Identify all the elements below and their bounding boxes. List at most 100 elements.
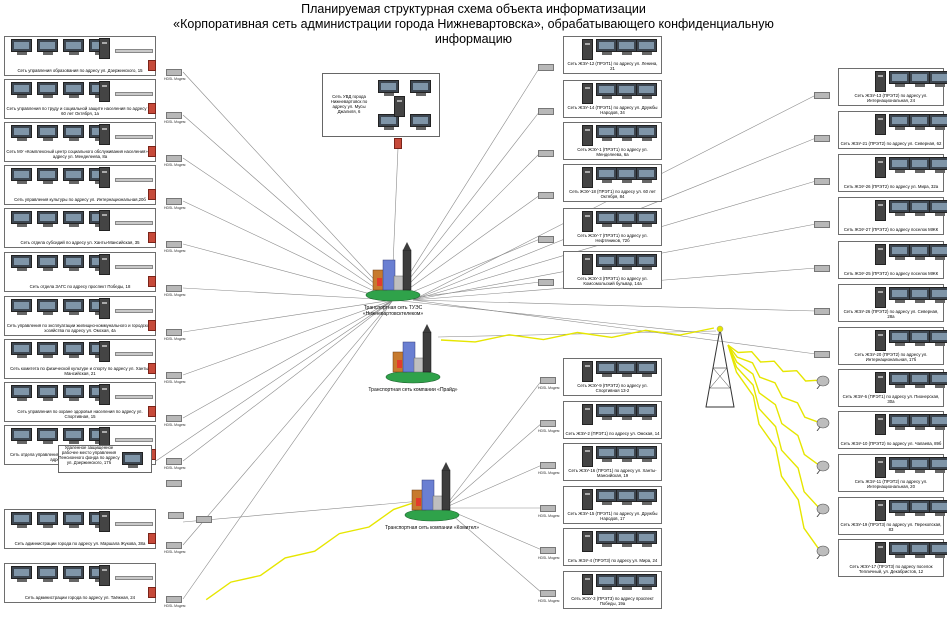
zhkh-network: Сеть ЖЭУ-12 (ПРЭТ1) по адресу ул. Ленина… [563,36,662,74]
server-icon [582,489,593,510]
office-network: Сеть МУ «Комплексный центр социального о… [4,122,156,162]
modem-label: HDSL Модем [164,249,186,253]
server-icon [582,361,593,382]
zhkh-network: Сеть ЖЭУ-16 (ПРЭТ1) по адресу ул. Ханты-… [563,443,662,481]
server-icon [582,167,593,188]
computer-icon [616,211,639,228]
server-icon [875,542,886,563]
modem-icon [166,329,182,336]
title-line-1: Планируемая структурная схема объекта ин… [301,2,646,16]
modem-label: HDSL Модем [538,556,560,560]
computer-icon [11,428,34,445]
modem-icon [814,92,830,99]
zhkh-network: Сеть ЖЭУ-20 (ПРЭТ2) по адресу ул. Интерн… [838,327,947,365]
switch-icon [115,265,153,269]
switch-icon [115,576,153,580]
computer-icon [909,114,932,131]
diagram-title: Планируемая структурная схема объекта ин… [0,2,947,47]
server-icon [582,125,593,146]
computer-icon [410,80,433,97]
server-icon [582,404,593,425]
firewall-icon [148,533,156,544]
office-network: Сеть управления по эксплуатации жилищно-… [4,296,156,336]
server-icon [99,298,110,319]
network-link [182,299,394,419]
zhkh-network: Сеть ЖЭУ-1 (ПРЭТ1) по адресу ул. Менделе… [563,122,662,160]
switch-icon [115,221,153,225]
office-label: Сеть управления по труду и социальной за… [6,106,154,117]
network-link [182,499,433,523]
modem-icon [166,155,182,162]
computer-icon [636,254,659,271]
modem-icon [166,415,182,422]
computer-icon [636,574,659,591]
zhkh-label: Сеть ЖЭУ-20 (ПРЭТ2) по адресу ул. Интерн… [854,352,928,363]
office-label: Сеть отдела субсидий по адресу ул. Ханты… [20,240,140,246]
zhkh-network: Сеть ЖЭУ-25 (ПРЭТ2) по адресу поселок МЖ… [838,241,947,279]
computer-icon [929,71,947,88]
switch-icon [115,178,153,182]
computer-icon [909,200,932,217]
computer-icon [596,39,619,56]
zhkh-label: Сеть ЖЭУ-26 (ПРЭТ2) по адресу ул. Северн… [843,309,939,320]
computer-icon [37,255,60,272]
dish-icon [205,596,221,610]
computer-icon [929,287,947,304]
title-line-3: информацию [434,32,513,46]
server-icon [582,39,593,60]
network-link [182,200,394,301]
zhkh-label: Сеть ЖЭУ-12 (ПРЭТ1) по адресу ул. Ленина… [567,61,658,72]
radio-link [727,344,822,553]
zhkh-network: Сеть ЖЭУ-21 (ПРЭТ2) по адресу ул. Северн… [838,111,947,149]
firewall-icon [148,587,156,598]
transport-network-komitel [402,462,462,522]
computer-icon [63,255,86,272]
modem-label: HDSL Модем [164,380,186,384]
title-line-2: «Корпоративная сеть администрации города… [173,17,774,31]
computer-icon [909,287,932,304]
modem-icon [166,458,182,465]
transport-network-praid-label: Транспортная сеть компании «Прайд» [368,387,458,393]
server-icon [875,114,886,135]
server-icon [875,457,886,478]
switch-icon [115,309,153,313]
computer-icon [596,531,619,548]
zhkh-network: Сеть ЖЭУ-27 (ПРЭТ2) по адресу поселок МЖ… [838,197,947,235]
firewall-icon [148,276,156,287]
computer-icon [37,385,60,402]
firewall-icon [148,232,156,243]
server-icon [875,330,886,351]
computer-icon [11,385,34,402]
modem-icon [166,112,182,119]
server-icon [99,81,110,102]
computer-icon [616,83,639,100]
server-icon [875,244,886,265]
firewall-icon [148,146,156,157]
server-icon [582,211,593,232]
computer-icon [889,114,912,131]
modem-label: HDSL Модем [164,423,186,427]
zhkh-label: Сеть ЖЭУ-21 (ПРЭТ2) по адресу ул. Северн… [840,141,942,147]
computer-icon [929,372,947,389]
office-network: Сеть управления культуры по адресу ул. И… [4,165,156,205]
modem-icon [166,69,182,76]
office-network: Сеть управления по труду и социальной за… [4,79,156,119]
zhkh-label: Сеть ЖЭУ-19 (ПРЭТ3) по адресу ул. Переко… [840,522,942,533]
network-link [182,299,394,462]
server-icon [99,38,110,59]
zhkh-network: Сеть ЖЭУ-19 (ПРЭТ3) по адресу ул. Переко… [838,497,947,535]
network-link [437,330,717,338]
dish-icon [814,375,830,390]
computer-icon [63,82,86,99]
switch-icon [115,522,153,526]
zhkh-network: Сеть ЖЭУ-13 (ПРЭТ2) по адресу ул. Интерн… [838,68,947,106]
firewall-icon [148,363,156,374]
computer-icon [929,414,947,431]
radio-link [727,344,821,424]
computer-icon [63,299,86,316]
modem-label: HDSL Модем [164,604,186,608]
server-icon [99,254,110,275]
firewall-icon [148,189,156,200]
computer-icon [11,255,34,272]
server-icon [875,200,886,221]
